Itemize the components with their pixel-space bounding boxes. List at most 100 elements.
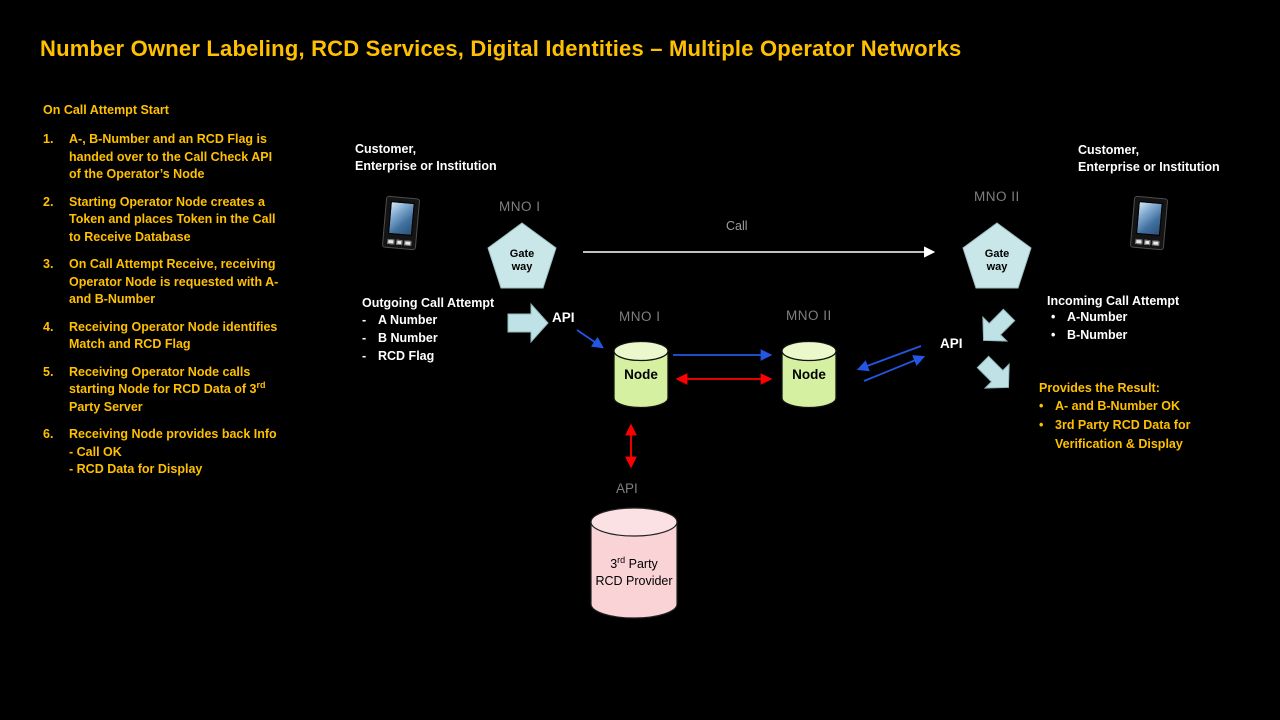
api-to-result-block-arrow: [976, 355, 1010, 389]
result-title: Provides the Result:: [1039, 381, 1160, 395]
provides-result-block: Provides the Result: • A- and B-Number OK…: [1039, 381, 1217, 454]
ordinal-superscript: rd: [617, 554, 626, 565]
steps-heading: On Call Attempt Start: [43, 103, 169, 117]
dash-bullet: -: [362, 349, 367, 363]
step-text-line3: - RCD Data for Display: [69, 462, 203, 476]
incoming-title: Incoming Call Attempt: [1047, 294, 1180, 308]
outgoing-title: Outgoing Call Attempt: [362, 296, 495, 310]
step-item-4: 4. Receiving Operator Node identifies Ma…: [43, 319, 303, 354]
node2-to-api-arrow: [863, 355, 926, 382]
incoming-item-text: A-Number: [1067, 310, 1128, 324]
dot-bullet: •: [1051, 310, 1056, 324]
right-customer-label: Customer, Enterprise or Institution: [1078, 142, 1220, 176]
result-item: • A- and B-Number OK: [1039, 397, 1217, 416]
ordinal-superscript: rd: [256, 379, 266, 390]
step-number: 4.: [43, 319, 54, 334]
gateway-text-line2: way: [511, 261, 533, 273]
right-gateway-pentagon: Gate way: [961, 222, 1033, 290]
step-text-pre: Receiving Operator Node calls starting N…: [69, 364, 257, 397]
step-item-5: 5. Receiving Operator Node calls startin…: [43, 364, 303, 417]
left-customer-label: Customer, Enterprise or Institution: [355, 141, 497, 175]
left-customer-line2: Enterprise or Institution: [355, 159, 497, 173]
step-number: 5.: [43, 364, 54, 379]
result-item: • 3rd Party RCD Data for Verification & D…: [1039, 416, 1217, 454]
pentagon-shape: [962, 222, 1032, 289]
incoming-item: • A-Number: [1047, 308, 1179, 326]
right-customer-line1: Customer,: [1078, 143, 1140, 157]
incoming-call-attempt-block: Incoming Call Attempt • A-Number • B-Numbe…: [1047, 294, 1179, 344]
step-text-post: Party Server: [69, 399, 143, 414]
provider-label: 3rd Party RCD Provider: [589, 554, 679, 590]
step-text: Receiving Operator Node identifies Match…: [69, 319, 278, 352]
outgoing-api-block-arrow: [507, 302, 549, 344]
step-text: Receiving Operator Node calls starting N…: [69, 364, 287, 417]
incoming-item-text: B-Number: [1067, 328, 1128, 342]
outgoing-item-text: A Number: [378, 313, 438, 327]
outgoing-item: -B Number: [362, 329, 494, 347]
step-text-line2: - Call OK: [69, 444, 122, 459]
outgoing-item: -RCD Flag: [362, 347, 494, 365]
dot-bullet: •: [1039, 399, 1044, 413]
left-smartphone-icon: [381, 195, 421, 251]
step-item-6: 6. Receiving Node provides back Info - C…: [43, 426, 303, 479]
dot-bullet: •: [1039, 418, 1044, 432]
step-text: A-, B-Number and an RCD Flag is handed o…: [69, 132, 273, 181]
provider-label-line1: 3rd Party: [589, 554, 679, 573]
mno1-node-cylinder: Node: [612, 340, 670, 410]
gateway-text-line1: Gate: [509, 248, 535, 260]
provider-line1-pre: 3: [610, 557, 618, 571]
mno2-node-label: MNO II: [786, 308, 832, 323]
api-label-bottom: API: [616, 481, 638, 496]
dot-bullet: •: [1051, 328, 1056, 342]
provider-line1-post: Party: [625, 557, 658, 571]
gateway-text: Gate way: [486, 248, 558, 274]
call-attempt-steps-panel: On Call Attempt Start 1. A-, B-Number an…: [43, 103, 303, 489]
provider-label-line2: RCD Provider: [595, 574, 673, 588]
outgoing-item: -A Number: [362, 311, 494, 329]
mno1-gateway-label: MNO I: [499, 199, 541, 214]
dash-bullet: -: [362, 331, 367, 345]
gateway-to-api-block-arrow: [982, 308, 1016, 342]
step-item-3: 3. On Call Attempt Receive, receiving Op…: [43, 256, 303, 309]
pentagon-shape: [487, 222, 557, 289]
outgoing-call-attempt-block: Outgoing Call Attempt -A Number -B Numbe…: [362, 296, 494, 365]
node-label: Node: [624, 367, 658, 382]
phone-buttons: [387, 238, 412, 246]
mno1-node-label: MNO I: [619, 309, 661, 324]
gateway-text-line2: way: [986, 261, 1008, 273]
right-smartphone-icon: [1129, 195, 1169, 251]
step-item-1: 1. A-, B-Number and an RCD Flag is hande…: [43, 131, 303, 184]
third-party-rcd-provider-cylinder: 3rd Party RCD Provider: [589, 506, 679, 620]
step-text: Receiving Node provides back Info - Call…: [69, 426, 287, 479]
step-number: 1.: [43, 132, 54, 146]
step-text: On Call Attempt Receive, receiving Opera…: [69, 257, 279, 306]
gateway-text-line1: Gate: [984, 248, 1010, 260]
cylinder-shape: [613, 340, 669, 409]
api-to-node2-arrow: [856, 345, 922, 372]
cylinder-shape: [590, 507, 678, 619]
phone-screen: [387, 201, 415, 237]
api-label-left: API: [552, 310, 575, 325]
api-to-node1-arrow: [576, 329, 604, 349]
step-number: 3.: [43, 257, 54, 271]
left-customer-line1: Customer,: [355, 142, 417, 156]
api-label-right: API: [940, 336, 963, 351]
page-title: Number Owner Labeling, RCD Services, Dig…: [40, 36, 962, 61]
result-item-text: A- and B-Number OK: [1055, 399, 1180, 413]
step-text: Starting Operator Node creates a Token a…: [69, 194, 276, 244]
step-item-2: 2. Starting Operator Node creates a Toke…: [43, 194, 303, 247]
mno2-node-cylinder: Node: [780, 340, 838, 410]
phone-buttons: [1135, 238, 1160, 246]
step-number: 2.: [43, 194, 54, 209]
mno2-gateway-label: MNO II: [974, 189, 1020, 204]
gateway-text: Gate way: [961, 248, 1033, 274]
incoming-item: • B-Number: [1047, 326, 1179, 344]
cylinder-shape: [781, 340, 837, 409]
outgoing-item-text: RCD Flag: [378, 349, 435, 363]
step-text-line1: Receiving Node provides back Info: [69, 427, 277, 441]
right-customer-line2: Enterprise or Institution: [1078, 160, 1220, 174]
left-gateway-pentagon: Gate way: [486, 222, 558, 290]
result-item-text: 3rd Party RCD Data for Verification & Di…: [1055, 418, 1191, 451]
phone-screen: [1135, 201, 1163, 237]
